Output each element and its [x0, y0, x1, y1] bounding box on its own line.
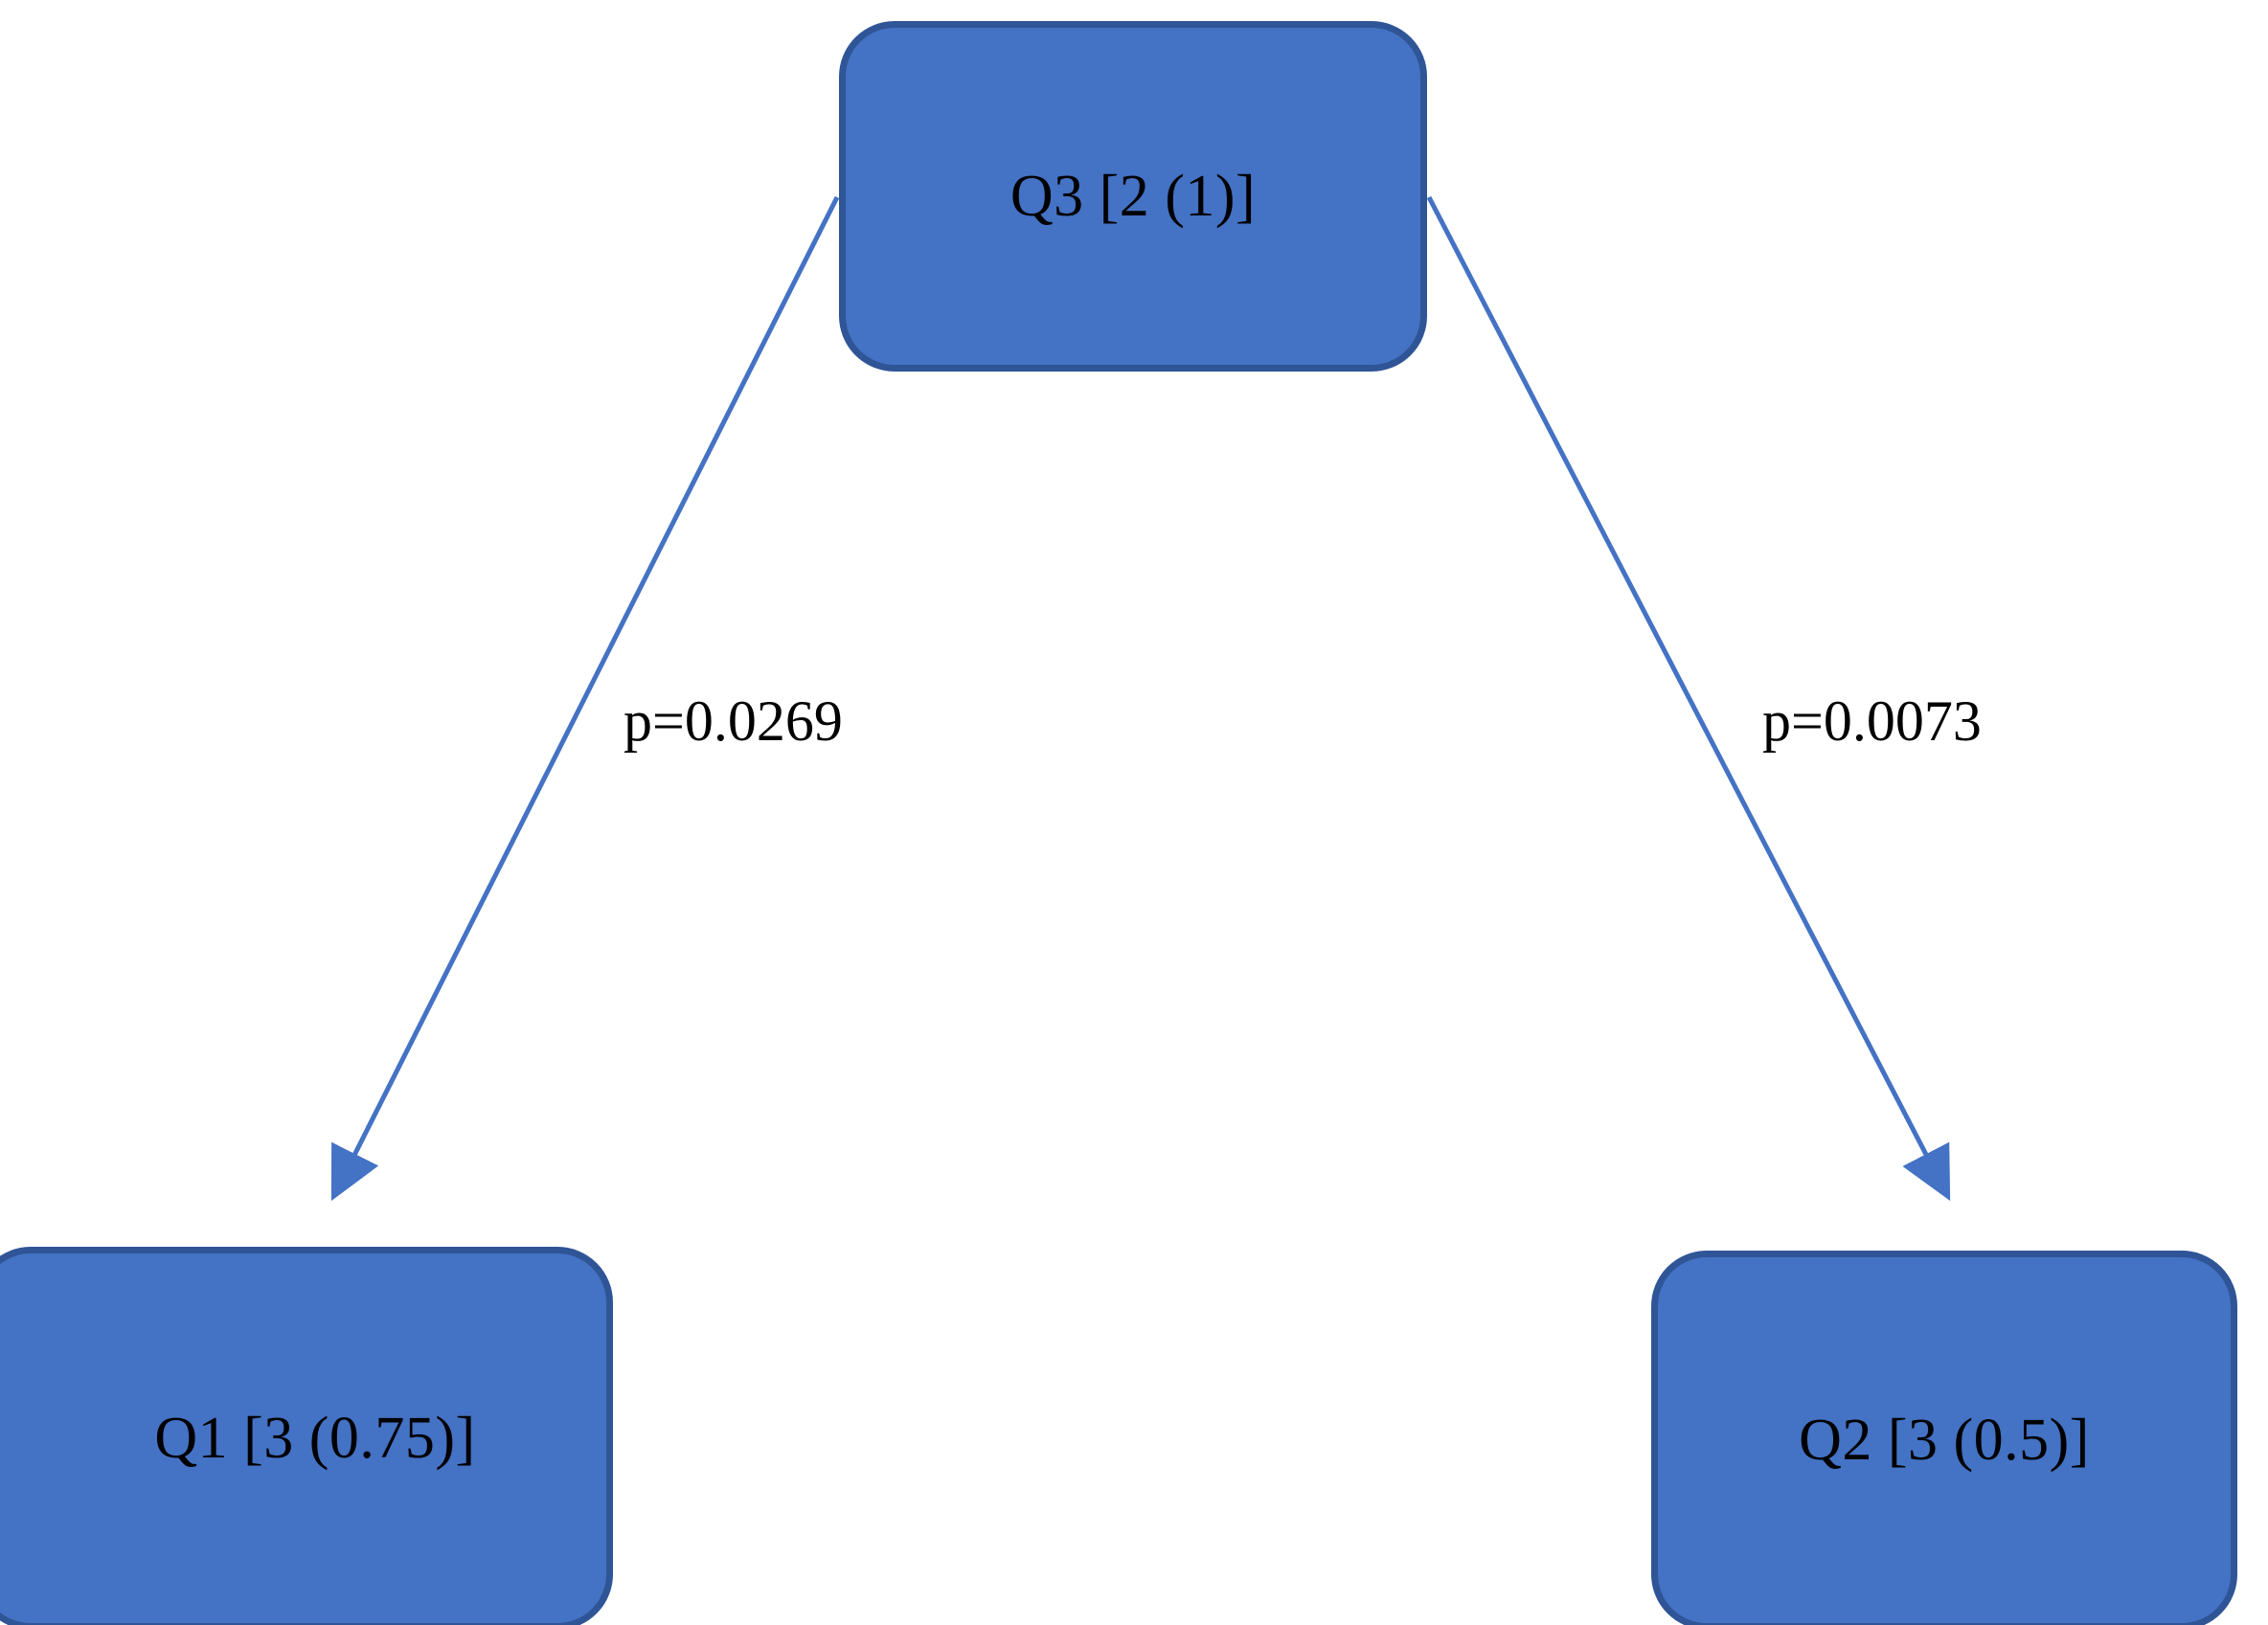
edge-label-q3-to-q2: p=0.0073: [1762, 689, 1982, 753]
node-q1[interactable]: Q1 [3 (0.75)]: [0, 1247, 613, 1625]
node-q2-label: Q2 [3 (0.5)]: [1799, 1408, 2090, 1473]
node-q3-label: Q3 [2 (1)]: [1009, 164, 1257, 229]
node-q3[interactable]: Q3 [2 (1)]: [839, 21, 1427, 372]
node-q1-label: Q1 [3 (0.75)]: [154, 1406, 476, 1471]
node-q2[interactable]: Q2 [3 (0.5)]: [1651, 1251, 2237, 1625]
edge-label-q3-to-q1: p=0.0269: [624, 689, 843, 753]
